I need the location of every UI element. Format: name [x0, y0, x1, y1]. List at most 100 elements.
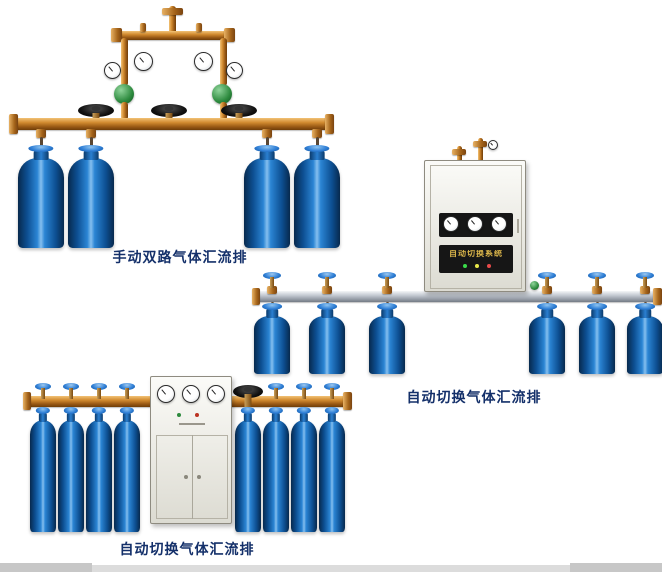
handwheel-valve-icon [233, 385, 263, 398]
pressure-gauge-icon [491, 216, 507, 232]
gas-cylinder-icon [58, 420, 84, 532]
gas-cylinder-icon [369, 316, 405, 374]
blue-handwheel-icon [263, 272, 281, 279]
elbow-right [224, 28, 235, 42]
blue-handwheel-icon [588, 272, 606, 279]
pressure-gauge-icon [104, 62, 121, 79]
pressure-gauge-icon [443, 216, 459, 232]
pressure-gauge-icon [157, 385, 175, 403]
gas-cylinder-icon [529, 316, 565, 374]
handwheel-valve-icon [78, 104, 114, 117]
gas-cylinder-icon [254, 316, 290, 374]
gas-cylinder-icon [30, 420, 56, 532]
regulator-outlet-pipe [121, 102, 128, 120]
drop-fitting [312, 129, 322, 138]
cabinet-handle [517, 219, 519, 233]
bottom-border-left [0, 563, 92, 572]
right-drop-pipe [220, 38, 227, 86]
tee-fitting [322, 286, 332, 294]
inlet-tee-fitting [162, 8, 183, 15]
riser-valve [473, 141, 487, 147]
header-stub-fitting [196, 23, 202, 32]
end-flange [9, 114, 18, 134]
indicator-light [475, 264, 479, 268]
riser-valve [452, 149, 466, 155]
gas-cylinder-icon [319, 420, 345, 532]
gas-cylinder-icon [291, 420, 317, 532]
blue-handwheel-icon [35, 383, 51, 390]
caption-auto-manifold-bottom: 自动切换气体汇流排 [119, 541, 255, 557]
blue-handwheel-icon [119, 383, 135, 390]
regulator-left [114, 84, 134, 104]
bottom-border [0, 565, 662, 572]
door-divider [192, 435, 193, 519]
end-flange [252, 288, 260, 305]
gas-cylinder-icon [244, 158, 290, 248]
pressure-gauge-icon [207, 385, 225, 403]
handwheel-valve-icon [221, 104, 257, 117]
end-flange [325, 114, 334, 134]
gas-cylinder-icon [235, 420, 261, 532]
gas-cylinder-icon [18, 158, 64, 248]
blue-handwheel-icon [538, 272, 556, 279]
pressure-gauge-icon [226, 62, 243, 79]
tee-fitting [592, 286, 602, 294]
indicator-light [463, 264, 467, 268]
indicator-light [177, 413, 181, 417]
cabinet-riser-pipe [478, 138, 483, 162]
bottom-border-right [570, 563, 662, 572]
indicator-light [195, 413, 199, 417]
indicator-light [487, 264, 491, 268]
drop-fitting [86, 129, 96, 138]
tee-fitting [267, 286, 277, 294]
gas-cylinder-icon [86, 420, 112, 532]
auto-switch-control-cabinet: 自动切换系统 [424, 160, 526, 292]
tee-fitting [640, 286, 650, 294]
pressure-gauge-icon [467, 216, 483, 232]
blue-handwheel-icon [91, 383, 107, 390]
manifold-pipe-steel [256, 291, 660, 302]
caption-manual-manifold: 手动双路气体汇流排 [112, 249, 248, 265]
tee-fitting [382, 286, 392, 294]
cabinet-title: 自动切换系统 [449, 250, 503, 258]
tee-fitting [542, 286, 552, 294]
gas-cylinder-icon [263, 420, 289, 532]
gas-cylinder-icon [309, 316, 345, 374]
label-strip [179, 423, 205, 425]
gas-cylinder-icon [294, 158, 340, 248]
pipe-valve-green [530, 281, 539, 290]
blue-handwheel-icon [318, 272, 336, 279]
auto-switch-control-cabinet [150, 376, 232, 524]
gas-cylinder-icon [627, 316, 662, 374]
name-plate-panel: 自动切换系统 [439, 245, 513, 273]
gas-cylinder-icon [68, 158, 114, 248]
handwheel-valve-icon [151, 104, 187, 117]
blue-handwheel-icon [63, 383, 79, 390]
gas-cylinder-icon [579, 316, 615, 374]
pressure-gauge-icon [134, 52, 153, 71]
regulator-right [212, 84, 232, 104]
end-flange [653, 288, 662, 305]
blue-handwheel-icon [636, 272, 654, 279]
cabinet-door-outline [430, 165, 522, 289]
left-drop-pipe [121, 38, 128, 86]
drop-fitting [36, 129, 46, 138]
pressure-gauge-icon [194, 52, 213, 71]
header-pipe [116, 31, 230, 40]
blue-handwheel-icon [296, 383, 312, 390]
caption-auto-manifold-right: 自动切换气体汇流排 [406, 389, 542, 405]
end-flange [343, 392, 352, 410]
door-knob [184, 475, 188, 479]
pressure-gauge-icon [182, 385, 200, 403]
blue-handwheel-icon [268, 383, 284, 390]
gas-cylinder-icon [114, 420, 140, 532]
elbow-left [111, 28, 122, 42]
header-stub-fitting [140, 23, 146, 32]
door-knob [197, 475, 201, 479]
main-manifold-pipe [14, 118, 328, 130]
end-flange [23, 392, 31, 410]
drop-fitting [262, 129, 272, 138]
inlet-pipe [169, 6, 176, 36]
blue-handwheel-icon [378, 272, 396, 279]
